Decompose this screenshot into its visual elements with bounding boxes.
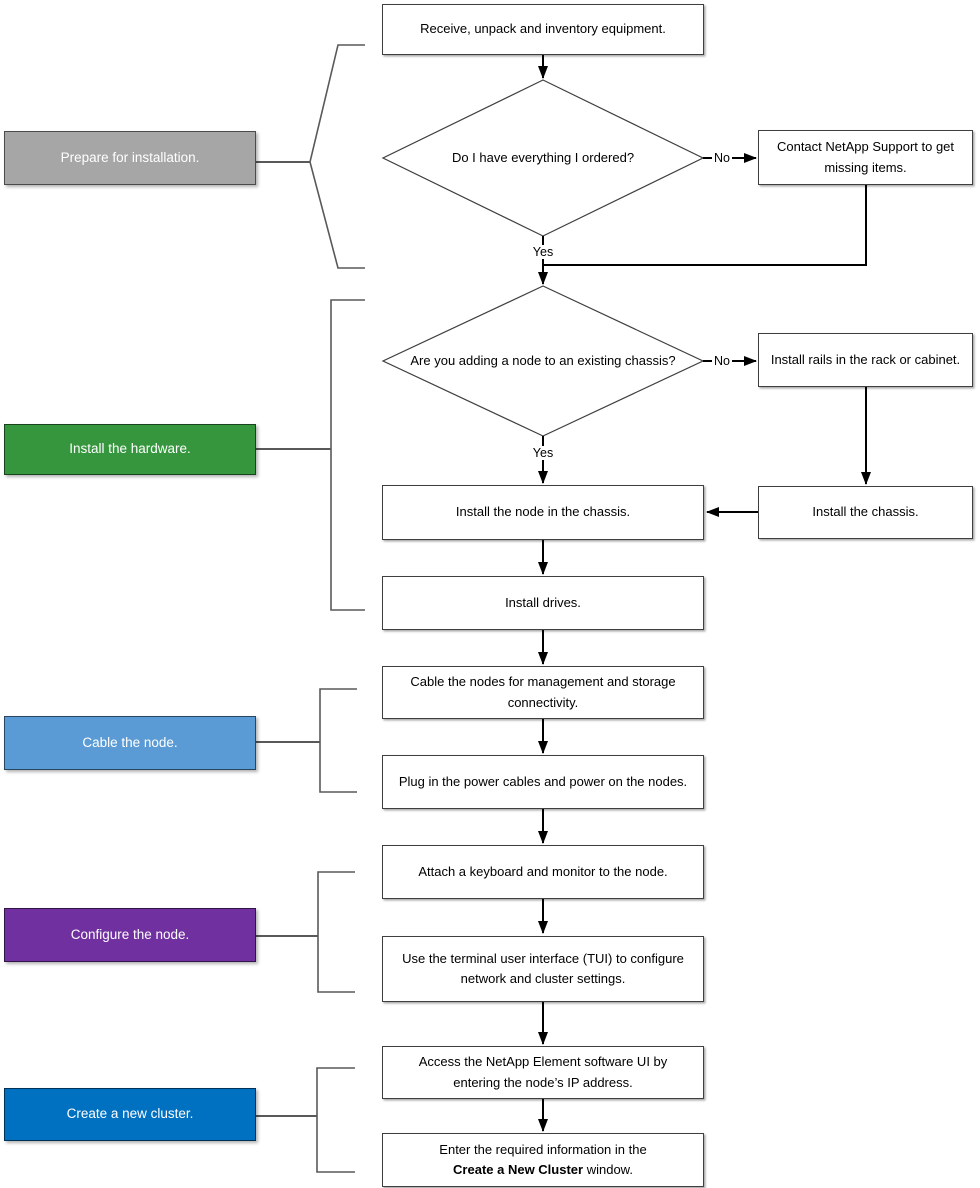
- step-label: Install the node in the chassis.: [455, 504, 631, 520]
- step-attach-keyboard: Attach a keyboard and monitor to the nod…: [382, 845, 704, 899]
- phase-configure-the-node: Configure the node.: [4, 908, 256, 962]
- decision-question: Do I have everything I ordered?: [451, 150, 635, 166]
- bracket-cable-node: [319, 688, 357, 793]
- step-label: Access the NetApp Element software UI by…: [418, 1054, 668, 1090]
- step-label: Receive, unpack and inventory equipment.: [420, 21, 666, 37]
- step-label-bold: Create a New Cluster: [453, 1162, 584, 1177]
- step-label: Plug in the power cables and power on th…: [398, 773, 688, 789]
- step-install-chassis: Install the chassis.: [758, 486, 973, 539]
- phase-cable-the-node: Cable the node.: [4, 716, 256, 770]
- decision-everything-ordered-question: Do I have everything I ordered?: [423, 138, 663, 178]
- step-contact-support: Contact NetApp Support to get missing it…: [758, 130, 973, 185]
- step-label: Contact NetApp Support to get missing it…: [776, 139, 955, 175]
- step-label: Install the chassis.: [812, 504, 919, 520]
- edge-label-no-1: No: [712, 151, 732, 165]
- step-access-element-ui: Access the NetApp Element software UI by…: [382, 1046, 704, 1099]
- step-label: Attach a keyboard and monitor to the nod…: [418, 863, 668, 879]
- phase-label: Install the hardware.: [69, 441, 191, 457]
- step-label-line1: Enter the required information in the: [439, 1141, 647, 1157]
- bracket-configure-node: [317, 871, 355, 993]
- step-label: Use the terminal user interface (TUI) to…: [402, 950, 684, 986]
- bracket-create-cluster: [316, 1067, 355, 1173]
- elbow-contact-support-return: [544, 185, 867, 266]
- step-label: Install drives.: [505, 594, 581, 610]
- edge-label-yes-1: Yes: [530, 245, 556, 259]
- step-install-rails: Install rails in the rack or cabinet.: [758, 333, 973, 387]
- phase-label: Create a new cluster.: [66, 1106, 194, 1122]
- edge-label-yes-2: Yes: [530, 446, 556, 460]
- step-install-drives: Install drives.: [382, 576, 704, 630]
- decision-question: Are you adding a node to an existing cha…: [410, 353, 676, 369]
- phase-label: Cable the node.: [82, 734, 178, 750]
- phase-prepare-for-installation: Prepare for installation.: [4, 131, 256, 185]
- step-label-suffix: window.: [583, 1162, 633, 1177]
- step-plug-power: Plug in the power cables and power on th…: [382, 755, 704, 809]
- phase-label: Configure the node.: [70, 926, 190, 942]
- phase-label: Prepare for installation.: [60, 149, 200, 165]
- step-install-node: Install the node in the chassis.: [382, 485, 704, 540]
- bracket-install-hardware: [330, 299, 365, 611]
- step-use-tui: Use the terminal user interface (TUI) to…: [382, 936, 704, 1002]
- step-cable-nodes: Cable the nodes for management and stora…: [382, 666, 704, 719]
- step-label: Cable the nodes for management and stora…: [410, 674, 676, 710]
- bracket-prepare: [309, 44, 365, 269]
- edge-label-no-2: No: [712, 354, 732, 368]
- phase-create-a-new-cluster: Create a new cluster.: [4, 1088, 256, 1141]
- decision-existing-chassis-question: Are you adding a node to an existing cha…: [398, 336, 688, 386]
- step-receive-equipment: Receive, unpack and inventory equipment.: [382, 4, 704, 55]
- phase-install-the-hardware: Install the hardware.: [4, 424, 256, 475]
- step-label: Install rails in the rack or cabinet.: [770, 351, 961, 367]
